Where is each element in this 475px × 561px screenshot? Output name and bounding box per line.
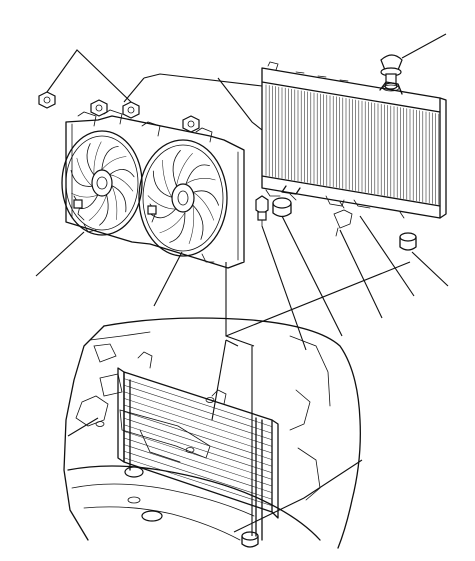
fan-mounting-bolt-icon [38,91,200,133]
leader-joint [225,339,239,347]
leader-lower [233,459,363,533]
twin-cooling-fan-shroud-icon [61,109,245,269]
radiator-icon [261,61,447,219]
rubber-mount-icon [272,197,417,251]
drain-plug-icon [255,195,269,227]
engine-bay-icon [63,317,361,549]
condenser-icon [67,339,279,541]
leader-lines [35,33,449,351]
radiator-cap-icon [380,54,403,90]
